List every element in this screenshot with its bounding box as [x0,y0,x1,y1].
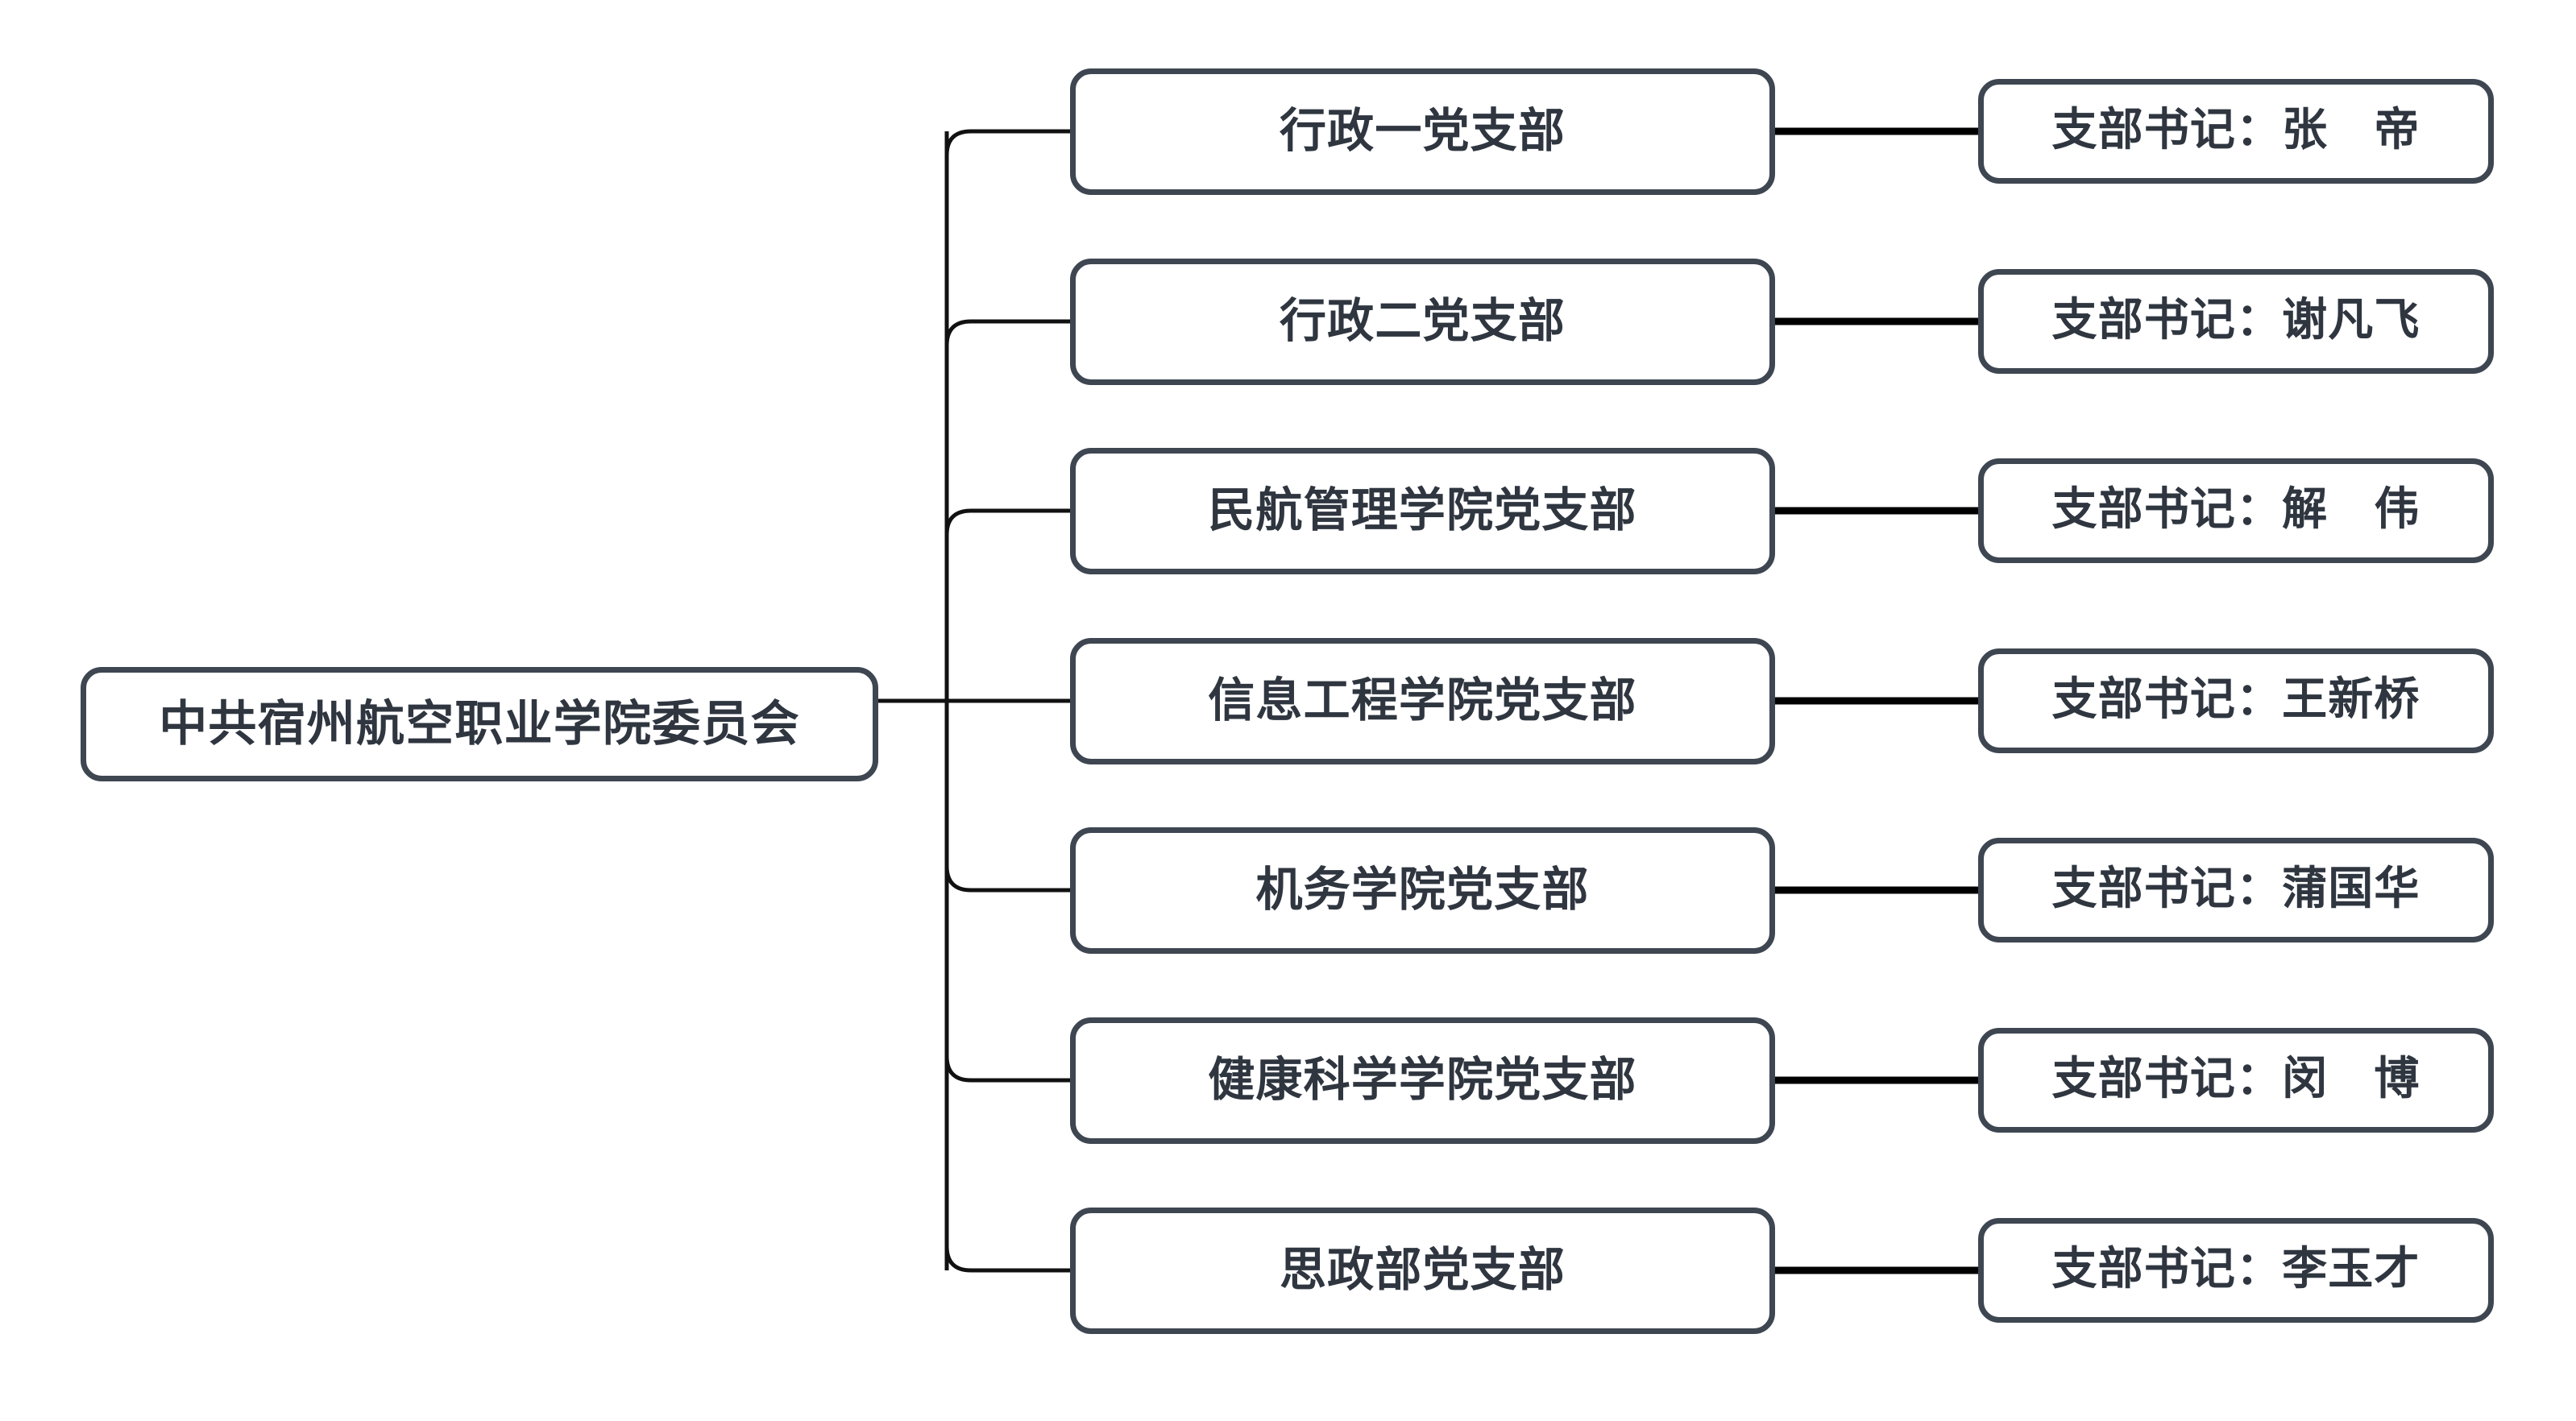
branch-connector [944,319,1070,346]
branch-node-label: 思政部党支部 [1280,1244,1566,1297]
leaf-node-label: 支部书记：谢凡飞 [2051,296,2420,346]
leaf-node-label: 支部书记：王新桥 [2051,675,2420,726]
branch-node[interactable]: 健康科学学院党支部 [1070,1017,1775,1144]
branch-node-label: 信息工程学院党支部 [1208,674,1637,727]
leaf-node[interactable]: 支部书记：李玉才 [1978,1218,2494,1323]
branch-node-label: 行政一党支部 [1280,105,1566,158]
branch-connector [944,1055,1070,1083]
branch-node[interactable]: 信息工程学院党支部 [1070,637,1775,764]
leaf-node[interactable]: 支部书记：王新桥 [1978,648,2494,753]
branch-connector [944,1245,1070,1273]
leaf-node[interactable]: 支部书记：闵 博 [1978,1028,2494,1133]
branch-connector [944,508,1070,536]
branch-node-label: 机务学院党支部 [1255,864,1590,917]
branch-node-label: 行政二党支部 [1280,295,1566,348]
branch-connector [944,129,1070,156]
leaf-node-label: 支部书记：解 伟 [2051,485,2420,536]
leaf-node[interactable]: 支部书记：蒲国华 [1978,838,2494,942]
branch-node[interactable]: 民航管理学院党支部 [1070,447,1775,574]
leaf-node-label: 支部书记：李玉才 [2051,1245,2420,1295]
branch-node[interactable]: 思政部党支部 [1070,1207,1775,1334]
branch-node-label: 民航管理学院党支部 [1208,484,1637,537]
leaf-node-label: 支部书记：张 帝 [2051,106,2420,156]
branch-node[interactable]: 机务学院党支部 [1070,826,1775,954]
leaf-node-label: 支部书记：蒲国华 [2051,864,2420,915]
leaf-node[interactable]: 支部书记：谢凡飞 [1978,269,2494,374]
root-node[interactable]: 中共宿州航空职业学院委员会 [81,667,878,781]
branch-node[interactable]: 行政一党支部 [1070,68,1775,195]
branch-node-label: 健康科学学院党支部 [1208,1054,1637,1107]
branch-node[interactable]: 行政二党支部 [1070,258,1775,385]
leaf-node-label: 支部书记：闵 博 [2051,1054,2420,1105]
leaf-node[interactable]: 支部书记：解 伟 [1978,458,2494,563]
branch-connector [944,865,1070,893]
root-node-label: 中共宿州航空职业学院委员会 [159,698,800,751]
leaf-node[interactable]: 支部书记：张 帝 [1978,79,2494,184]
